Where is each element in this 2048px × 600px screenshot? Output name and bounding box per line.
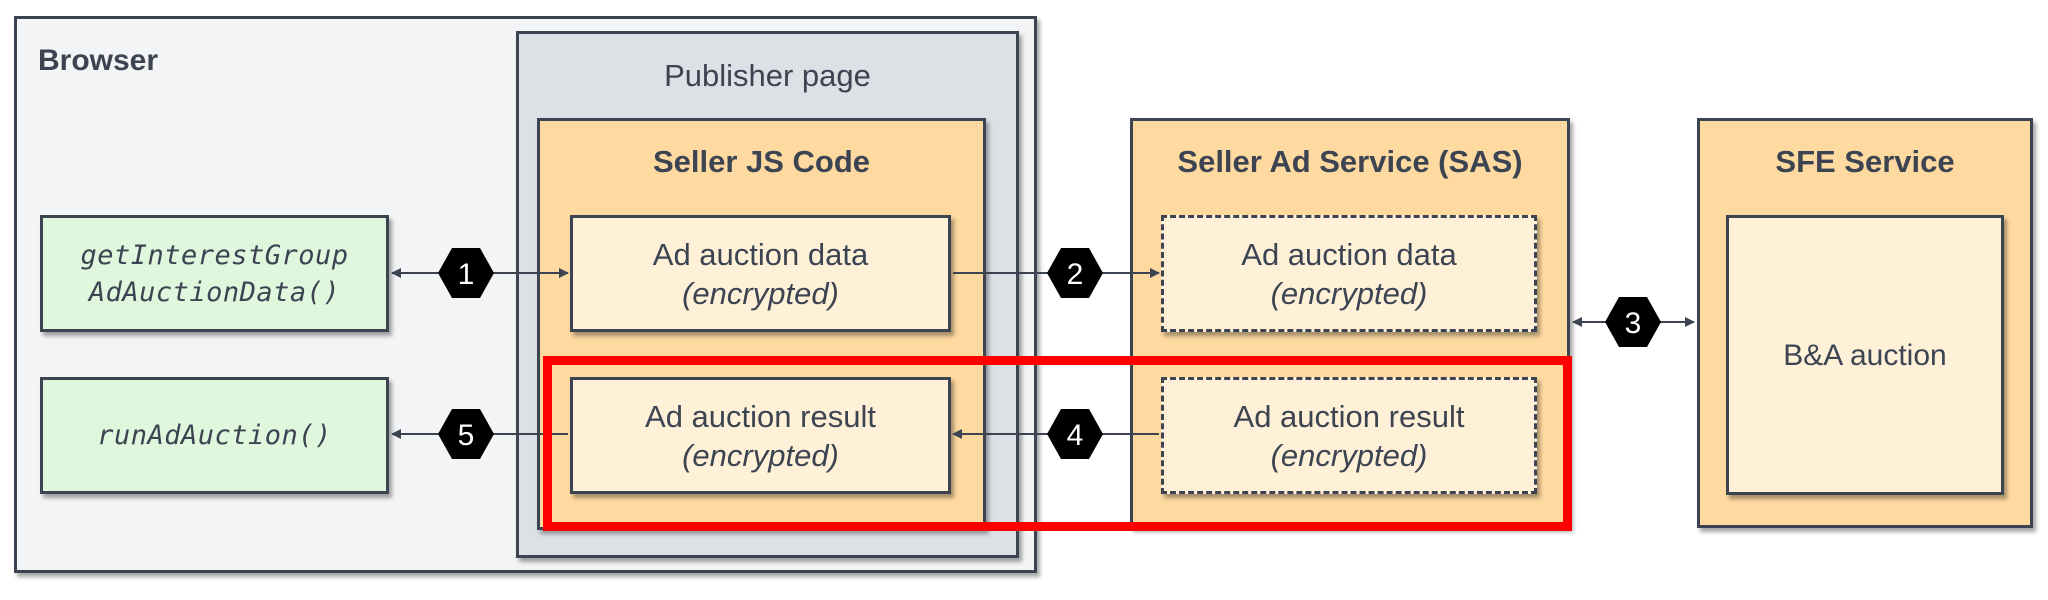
sas-data-line1: Ad auction data: [1241, 236, 1457, 272]
seller-js-data-line2: (encrypted): [682, 275, 839, 311]
get-interest-group-ad-auction-data-api: getInterestGroup AdAuctionData(): [40, 215, 389, 332]
api-run-label: runAdAuction(): [97, 420, 332, 451]
publisher-page-title: Publisher page: [664, 58, 871, 93]
sas-ad-auction-result: Ad auction result (encrypted): [1161, 377, 1537, 494]
seller-js-result-line1: Ad auction result: [645, 398, 876, 434]
sas-result-line2: (encrypted): [1270, 437, 1428, 473]
step-badge-3: 3: [1605, 297, 1661, 347]
step-badge-2: 2: [1047, 248, 1103, 298]
step-badge-4: 4: [1047, 409, 1103, 459]
sas-result-line1: Ad auction result: [1233, 398, 1465, 434]
sas-ad-auction-data: Ad auction data (encrypted): [1161, 215, 1537, 332]
step-number-3: 3: [1625, 307, 1642, 340]
seller-ad-service-title: Seller Ad Service (SAS): [1177, 144, 1523, 179]
seller-js-ad-auction-data: Ad auction data (encrypted): [570, 215, 951, 332]
ba-auction-label: B&A auction: [1783, 338, 1947, 372]
seller-js-ad-auction-result: Ad auction result (encrypted): [570, 377, 951, 494]
api-get-line1: getInterestGroup: [80, 239, 349, 271]
browser-title: Browser: [38, 44, 159, 77]
run-ad-auction-api: runAdAuction(): [40, 377, 389, 494]
step-number-2: 2: [1067, 258, 1084, 291]
seller-js-code-title: Seller JS Code: [652, 144, 871, 179]
api-get-line2: AdAuctionData(): [88, 276, 341, 308]
seller-js-result-line2: (encrypted): [682, 437, 839, 473]
sfe-service-title: SFE Service: [1775, 144, 1955, 179]
step-number-4: 4: [1067, 419, 1084, 452]
sas-data-line2: (encrypted): [1270, 275, 1428, 311]
seller-js-data-line1: Ad auction data: [652, 236, 869, 272]
ba-auction-box: B&A auction: [1726, 215, 2004, 495]
